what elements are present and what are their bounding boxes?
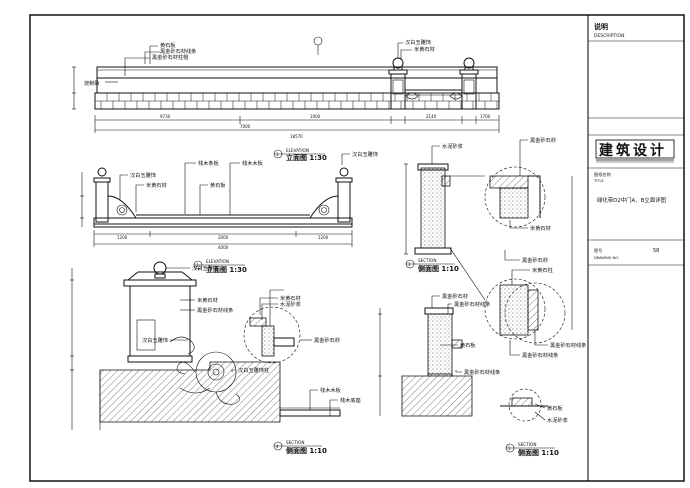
view1-label-3: 黑金砂石材柱帽 [152,53,188,61]
drawing-no-label-en: DRAWING NO. [594,256,619,260]
view1-dim-total: 18570 [290,134,303,139]
view1-marker: 1 [276,152,279,157]
view1-dim-4: 7000 [240,124,251,129]
view3-marker: 3 [408,262,411,267]
view5-wall-section: 黑金砂石材 黑金砂石材线条 黄石板 黑金砂石材线条 黑金砂石材线条 黄石板 水泥… [378,282,568,457]
view3-caption-en: SECTION [418,258,436,263]
view4-label-3: 黑金砂石材线条 [197,306,233,314]
view2-label-5: 黄石板 [210,181,226,189]
view5-label-6: 黄石板 [547,404,563,412]
view4-label-9: 栈木木板 [320,386,342,394]
view2-label-6: 栈木木板 [242,159,264,167]
view1-post-right [459,57,479,110]
view3-label-5: 米黄石柱 [532,266,553,274]
view1-dim-1: 9730 [160,114,171,119]
view2-marker: 2 [196,263,199,268]
view4-label-2: 米黄石材 [197,296,218,304]
view3-label-1: 水泥砂浆 [442,142,463,150]
view5-caption: 侧面图 1:10 [518,448,559,457]
view1-label-6: 烧制砖 [84,79,100,87]
view4-label-6: 汉白玉雕饰 [142,336,168,344]
view1-label-1: 黄石板 [160,41,176,49]
view2-label-4: 栈木条板 [198,159,220,167]
view1-post-left [388,57,408,110]
view4-label-5: 水泥砂浆 [280,300,301,308]
brand-logo-text: 建筑设计 [599,142,667,159]
view4-label-1: 汉白玉雕饰 [192,264,218,272]
title-block-heading: 说明 [594,22,608,31]
view2-label-1: 汉白玉雕饰 [130,171,156,179]
view2-dim-1: 1200 [117,235,128,240]
view3-label-6: 黑金砂石材线条 [550,341,586,349]
view4-label-7: 黑金砂石材 [314,336,340,344]
title-label: 图纸名称 [594,171,611,178]
view4-label-10: 栈木底座 [340,396,361,404]
view5-label-1: 黑金砂石材 [442,292,468,300]
view2-caption: 立面图 1:30 [206,265,247,274]
title-block-heading-en: DESCRIPTION [594,33,624,39]
view1-wall-elevation: 9730 1900 2140 7000 1700 18570 黄石板 黑金砂石材… [72,36,500,162]
view5-label-7: 水泥砂浆 [547,416,568,424]
view4-caption-en: SECTION [286,440,304,445]
view4-caption: 侧面图 1:10 [286,446,327,455]
view2-caption-en: ELEVATION [206,259,229,264]
view3-label-2: 黑金砂石材 [530,136,556,144]
view5-label-3: 黄石板 [460,341,476,349]
view1-caption-en: ELEVATION [286,148,309,153]
view1-caption: 立面图 1:30 [286,153,327,162]
view5-label-4: 黑金砂石材线条 [464,368,500,376]
view5-marker: 5 [508,446,511,451]
view2-label-2: 米黄石材 [146,181,167,189]
view2-dim-2: 2000 [218,235,229,240]
view5-label-5: 黑金砂石材线条 [522,351,558,359]
view1-label-4: 汉白玉雕饰 [405,38,431,46]
view4-label-4: 米黄石材 [280,294,301,302]
drawing-title: 绿化带D2中门A、B立面详图 [597,196,666,204]
view1-dim-3: 2140 [426,114,437,119]
brand-logo: 建筑设计 [595,139,675,163]
view4-marker: 4 [276,444,279,449]
title-label-en: TITLE [593,179,604,183]
drawing-no-value: 58 [653,248,659,254]
view1-label-2: 黑金砂石材线条 [160,47,196,55]
view3-caption: 侧面图 1:10 [418,264,459,273]
drawing-no-label: 图号 [594,248,602,254]
view2-dim-3: 1200 [318,235,329,240]
view4-post-section: 汉白玉雕饰 米黄石材 黑金砂石材线条 米黄石材 水泥砂浆 汉白玉雕饰 黑金砂石材… [70,261,361,455]
title-block: 说明 DESCRIPTION 建筑设计 图纸名称 TITLE 绿化带D2中门A、… [588,22,684,266]
view5-label-2: 黑金砂石材线条 [454,300,490,308]
view4-label-8: 汉白玉雕饰柱 [238,366,269,374]
view1-label-5: 米黄石材 [414,45,435,53]
view5-caption-en: SECTION [518,442,536,447]
outer-frame [29,14,685,482]
view1-dim-2: 1900 [310,114,321,119]
view3-label-4: 黑金砂石材 [522,256,548,264]
view3-section: 水泥砂浆 黑金砂石材 米黄石材 黑金砂石材 米黄石柱 黑金砂石材线条 3 SEC… [404,136,586,349]
view2-label-3: 汉白玉雕饰 [352,150,378,158]
view2-gate-elevation: 1200 2000 1200 4000 汉白玉雕饰 米黄石材 汉白玉雕饰 栈木条… [80,150,378,274]
view1-dim-5: 1700 [480,114,491,119]
view2-dim-total: 4000 [218,245,229,250]
view3-label-3: 米黄石材 [530,224,551,232]
